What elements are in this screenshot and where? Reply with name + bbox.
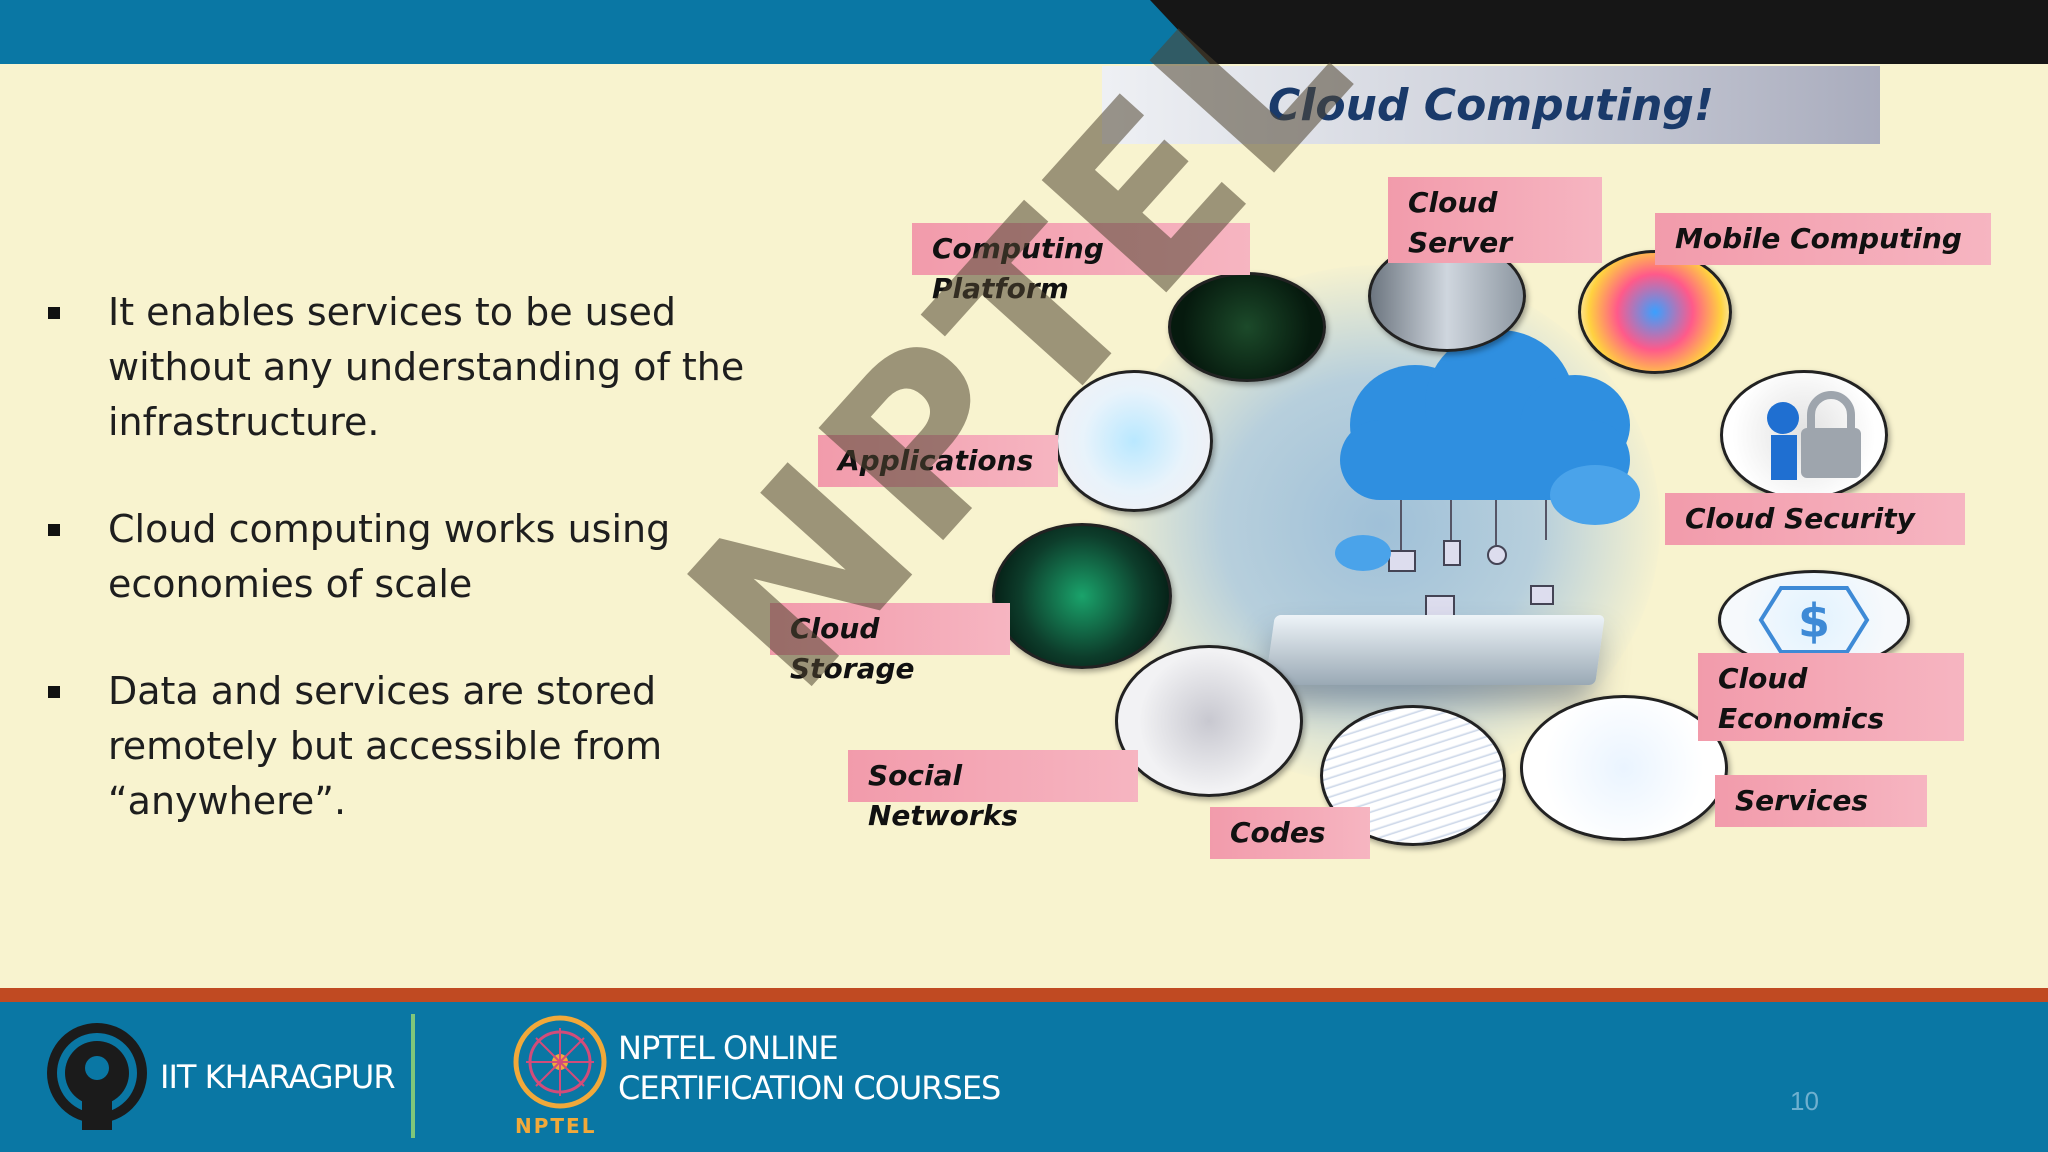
bullet-item: Cloud computing works using economies of… [44,502,764,612]
bullet-text: It enables services to be used without a… [108,290,745,444]
label-computing-platform: Computing Platform [912,223,1250,305]
server-icon [1530,585,1554,605]
tablet-icon [1265,615,1605,685]
monitor-icon [1388,550,1416,572]
small-cloud-icon [1550,465,1640,525]
svg-text:$: $ [1798,594,1830,648]
cloud-storage-image [992,523,1172,669]
bullet-text: Data and services are stored remotely bu… [108,669,663,823]
router-icon [1487,545,1507,565]
cloud-diagram: $ Computing Platform Cloud Server Mobile… [760,165,2048,945]
label-codes: Codes [1210,807,1370,859]
nptel-logo-text: NPTEL [515,1114,597,1138]
label-cloud-economics: Cloud Economics [1698,653,1964,741]
cloud-string [1400,500,1402,550]
bullet-marker-icon [48,524,60,536]
small-cloud-icon [1335,535,1391,571]
nptel-logo-icon [513,1015,607,1109]
label-cloud-security: Cloud Security [1665,493,1965,545]
label-cloud-storage: Cloud Storage [770,603,1010,685]
iit-kharagpur-logo-icon [47,1023,147,1130]
program-name: NPTEL ONLINE CERTIFICATION COURSES [618,1029,1001,1107]
laptop-icon [1425,595,1455,617]
phone-icon [1443,540,1461,566]
institute-name: IIT KHARAGPUR [160,1058,396,1096]
cloud-string [1545,500,1547,540]
title-banner: Cloud Computing! [1102,66,1880,144]
applications-image [1055,370,1213,512]
computing-platform-image [1168,272,1326,382]
footer-divider [411,1014,415,1138]
bullet-marker-icon [48,686,60,698]
services-image [1520,695,1728,841]
bullet-item: It enables services to be used without a… [44,285,764,450]
footer [0,1002,2048,1152]
footer-stripe [0,988,2048,1002]
bullet-marker-icon [48,307,60,319]
label-services: Services [1715,775,1927,827]
cloud-string [1495,500,1497,545]
mobile-computing-image [1578,250,1732,374]
lock-icon [1767,391,1861,480]
bullet-item: Data and services are stored remotely bu… [44,664,764,829]
label-mobile-computing: Mobile Computing [1655,213,1991,265]
label-cloud-server: Cloud Server [1388,177,1602,263]
slide-title: Cloud Computing! [1268,79,1714,131]
label-applications: Applications [818,435,1058,487]
cloud-string [1450,500,1452,540]
bullet-text: Cloud computing works using economies of… [108,507,671,606]
cloud-security-image [1720,370,1888,500]
top-dark-band [1150,0,2048,64]
social-networks-image [1115,645,1303,797]
dollar-icon: $ [1758,586,1870,654]
label-social-networks: Social Networks [848,750,1138,832]
page-number: 10 [1790,1086,1819,1116]
bullet-list: It enables services to be used without a… [44,285,764,881]
